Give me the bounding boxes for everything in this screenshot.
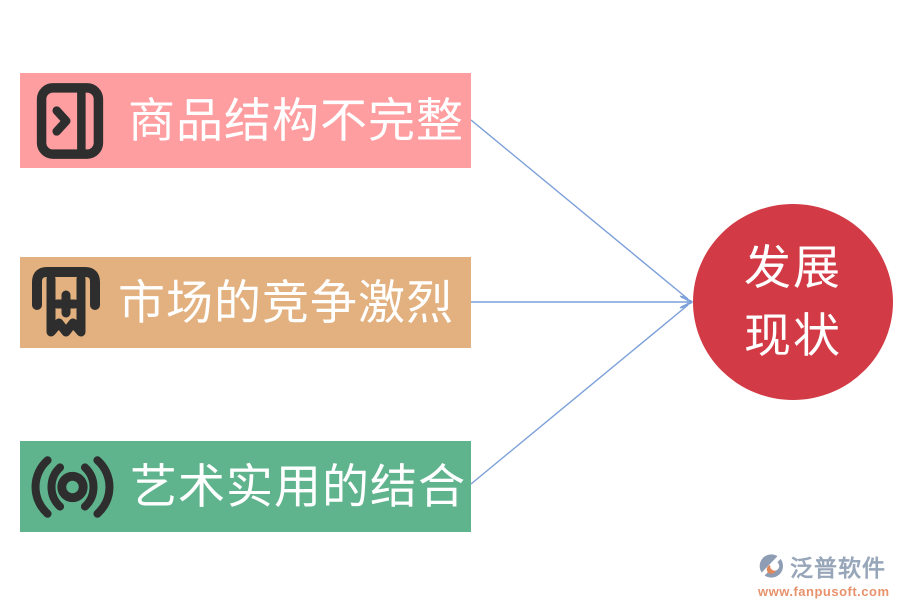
center-node-label-line1: 发展 (744, 241, 842, 294)
item-bar-art-practicality: 艺术实用的结合 (20, 441, 471, 532)
broadcast-signal-icon (28, 451, 117, 523)
bar-label: 市场的竞争激烈 (118, 276, 454, 329)
arrowhead-icon (679, 295, 693, 309)
bar-label: 商品结构不完整 (128, 94, 464, 147)
brand-watermark: 泛普软件 www.fanpusoft.com (758, 549, 896, 599)
item-bar-market-competition: 市场的竞争激烈 (20, 257, 471, 348)
fanpu-logo-icon (758, 549, 788, 583)
receipt-dispenser-icon (24, 259, 108, 347)
center-node-label-line2: 现状 (744, 309, 842, 362)
brand-name: 泛普软件 (790, 555, 886, 581)
door-panel-arrow-icon (34, 81, 106, 161)
bar-label: 艺术实用的结合 (130, 460, 466, 513)
center-node-development-status: 发展 现状 (693, 204, 893, 400)
brand-url: www.fanpusoft.com (758, 584, 890, 599)
item-bar-product-structure: 商品结构不完整 (20, 73, 471, 168)
